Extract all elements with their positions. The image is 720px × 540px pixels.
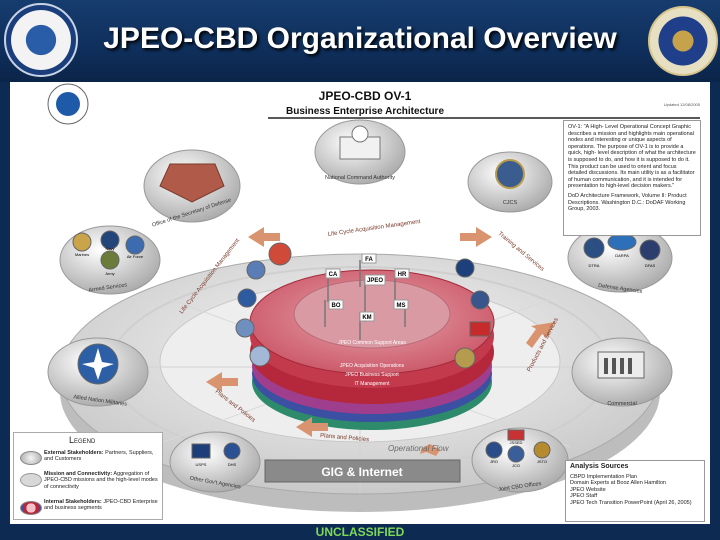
pod-allied: Allied Nation Militaries (47, 337, 149, 408)
ov1-description-box: OV-1: "A High- Level Operational Concept… (563, 120, 701, 236)
classification-footer: UNCLASSIFIED (0, 524, 720, 540)
pod-govt: USPS DHS Other Gov't Agencies (169, 431, 261, 493)
center-node-bo: BO (324, 299, 344, 327)
legend-box: Legend External Stakeholders: Partners, … (13, 432, 163, 520)
legend-item-external: External Stakeholders: Partners, Supplie… (44, 450, 154, 463)
svg-text:JRO: JRO (490, 459, 498, 464)
svg-text:JSSED: JSSED (510, 440, 523, 445)
svg-text:Navy: Navy (105, 246, 114, 251)
svg-text:National Command Authority: National Command Authority (325, 175, 395, 181)
ring-arrows (206, 227, 555, 456)
analysis-item: JPEO Staff (570, 493, 598, 500)
svg-text:JSTO: JSTO (537, 459, 547, 464)
svg-text:DTRA: DTRA (589, 263, 600, 268)
ov1-citation: DoD Architecture Framework, Volume II: P… (568, 192, 687, 213)
jpeo-logo-small-icon (47, 83, 89, 125)
analysis-sources-box: Analysis Sources CBPD Implementation Pla… (565, 460, 705, 522)
band-acquisition-ops: JPEO Acquisition Operations (340, 363, 405, 369)
svg-text:USPS: USPS (196, 462, 207, 467)
svg-text:Armed Services: Armed Services (88, 282, 128, 293)
svg-text:HR: HR (398, 272, 407, 278)
pod-nca: National Command Authority (314, 119, 406, 185)
svg-text:FA: FA (365, 257, 373, 263)
svg-text:DFAS: DFAS (645, 263, 656, 268)
analysis-item: Domain Experts at Booz Allen Hamilton (570, 480, 666, 487)
internal-program-logos (235, 242, 491, 369)
center-node-fa: FA (359, 253, 377, 287)
gig-internet-bar: GIG & Internet (264, 459, 461, 483)
svg-text:CJCS: CJCS (503, 200, 518, 206)
svg-text:Army: Army (105, 271, 114, 276)
jpm-seal-icon (648, 6, 718, 76)
center-node-ca: CA (325, 268, 341, 302)
internal-stakeholder-icon (20, 501, 42, 515)
diagram-title: JPEO-CBD OV-1 (319, 89, 412, 103)
ov1-diagram: JPEO-CBD OV-1 Business Enterprise Archit… (47, 83, 701, 512)
page-title: JPEO-CBD Organizational Overview (103, 22, 617, 55)
legend-item-internal: Internal Stakeholders: JPEO-CBD Enterpri… (44, 499, 158, 512)
band-it-management: IT Management (355, 381, 391, 387)
pod-osd: Office of the Secretary of Defense (143, 149, 241, 229)
legend-title: Legend (69, 435, 96, 445)
slide-header: JPEO-CBD Organizational Overview (0, 0, 720, 82)
analysis-item: JPEO Tech Transition PowerPoint (April 2… (570, 499, 692, 506)
legend-item-mission: Mission and Connectivity: Aggregation of… (44, 471, 158, 490)
svg-text:DARPA: DARPA (615, 253, 629, 258)
svg-text:JCO: JCO (512, 463, 520, 468)
analysis-item: JPEO Website (570, 486, 606, 493)
label-operational-flow: Operational Flow (388, 444, 450, 453)
svg-text:GIG & Internet: GIG & Internet (321, 465, 402, 479)
svg-text:JPEO: JPEO (367, 278, 383, 284)
analysis-title: Analysis Sources (570, 463, 629, 470)
jpeo-cbd-seal-icon (4, 3, 78, 77)
diagram-subtitle: Business Enterprise Architecture (286, 106, 444, 117)
ov1-definition: OV-1: "A High- Level Operational Concept… (568, 124, 696, 190)
analysis-item: CBPD Implementation Plan (570, 473, 637, 480)
svg-text:CA: CA (329, 272, 338, 278)
pod-defense-agencies: DTRA DARPA DFAS Defense Agencies (567, 223, 673, 295)
band-business-support: JPEO Business Support (345, 372, 399, 378)
svg-text:Air Force: Air Force (127, 254, 144, 259)
classification-label: UNCLASSIFIED (315, 525, 405, 539)
pod-jco: JSSED JRO JCO JSTO Joint CBD Offices (471, 427, 569, 493)
center-node-hr: HR (394, 268, 410, 302)
jpeo-center-disk (249, 269, 495, 430)
center-ring-label: JPEO Common Support Areas (338, 340, 406, 346)
svg-text:DHS: DHS (228, 462, 237, 467)
svg-text:MS: MS (397, 303, 406, 309)
pod-cjcs: CJCS (467, 151, 553, 213)
svg-text:KM: KM (362, 315, 371, 321)
svg-text:BO: BO (332, 303, 341, 309)
center-node-ms: MS (393, 299, 409, 327)
updated-date: Updated 12/08/2005 (664, 102, 701, 107)
external-stakeholder-icon (20, 451, 42, 465)
mission-connectivity-icon (20, 473, 42, 487)
pod-commercial: Commercial (571, 337, 673, 407)
center-node-km: KM (359, 311, 375, 340)
svg-text:Commercial: Commercial (607, 401, 636, 407)
pod-armed-services: Marines Navy Air Force Army Armed Servic… (59, 225, 161, 295)
svg-text:Marines: Marines (75, 252, 89, 257)
label-training: Training and Services (497, 231, 545, 273)
label-lifecycle-top: Life Cycle Acquisition Management (327, 219, 421, 238)
ov1-diagram-panel: JPEO-CBD OV-1 Business Enterprise Archit… (10, 82, 710, 524)
label-plans-bottom: Plans and Policies (320, 433, 369, 443)
